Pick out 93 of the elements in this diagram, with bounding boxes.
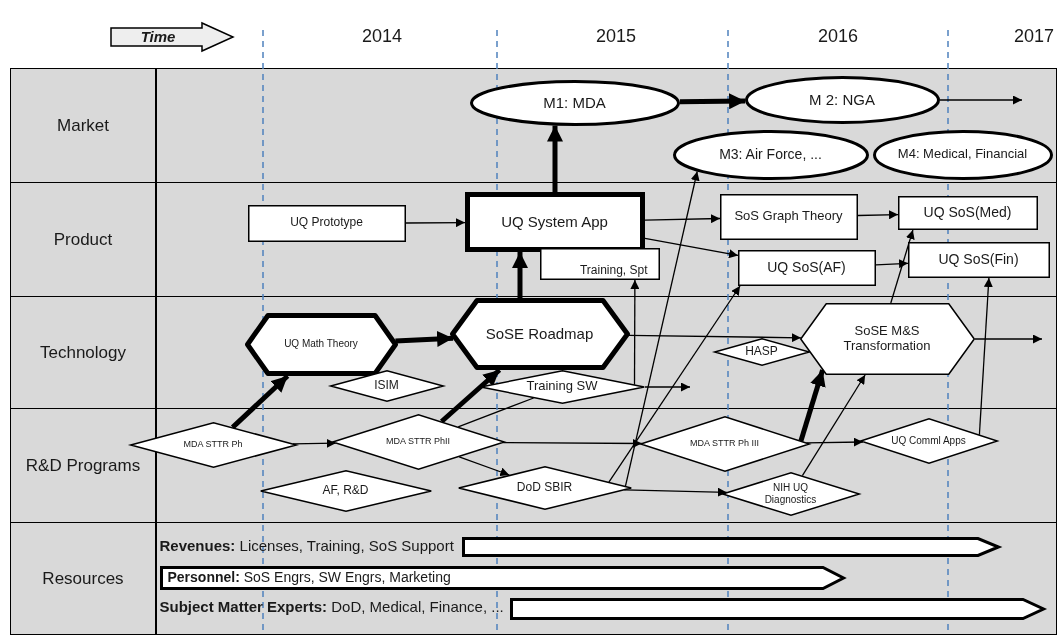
arrow	[857, 210, 899, 220]
arrow	[974, 334, 1043, 344]
arrow	[292, 438, 337, 448]
swimlane	[10, 296, 1057, 409]
lane-label: Market	[56, 114, 110, 137]
program-diamond	[639, 415, 810, 472]
technology-diamond	[329, 369, 444, 402]
arrow	[439, 368, 502, 424]
arrow	[644, 237, 739, 259]
resource-label: Revenues: Licenses, Training, SoS Support	[159, 536, 454, 555]
arrow	[805, 437, 864, 447]
time-arrow	[110, 22, 234, 52]
arrow	[939, 95, 1023, 105]
arrow	[630, 279, 640, 386]
arrow	[395, 330, 454, 347]
swimlane	[10, 522, 1057, 635]
lane-label: Product	[52, 228, 114, 251]
node-label: UQ SoS(AF)	[766, 259, 847, 276]
market-ellipse	[872, 129, 1053, 180]
arrow	[458, 456, 510, 477]
product-box	[897, 195, 1038, 230]
node-label: SoS Graph Theory	[733, 209, 844, 224]
node-label: M1: MDA	[542, 93, 607, 112]
resource-bar	[509, 597, 1045, 620]
arrow	[801, 374, 866, 477]
year-label: 2015	[596, 26, 637, 48]
node-label: ISIM	[373, 378, 400, 393]
node-label: MDA STTR Ph	[182, 439, 244, 450]
node-label: SoSE M&S Transformation	[842, 323, 932, 354]
arrow	[798, 369, 826, 442]
node-label: Personnel: SoS Engrs, SW Engrs, Marketing	[167, 569, 451, 586]
resource-bar	[159, 565, 845, 590]
arrow	[623, 487, 728, 497]
technology-diamond	[713, 337, 810, 366]
program-diamond	[721, 471, 860, 516]
node-label: UQ SoS(Med)	[922, 204, 1013, 221]
program-diamond	[259, 469, 432, 512]
arrow	[502, 438, 643, 448]
year-label: 2017	[1014, 26, 1055, 48]
technology-hexagon	[799, 302, 975, 375]
market-ellipse	[744, 75, 940, 124]
arrow	[890, 229, 915, 304]
program-diamond	[331, 413, 505, 470]
node-label: MDA STTR Ph III	[689, 438, 760, 449]
swimlane	[10, 182, 1057, 297]
node-label: UQ Prototype	[289, 216, 364, 230]
node-label: M4: Medical, Financial	[896, 147, 1029, 162]
node-label: Time	[140, 28, 177, 46]
product-box	[464, 191, 645, 252]
node-label: M3: Air Force, ...	[718, 146, 823, 163]
year-label: 2014	[362, 26, 403, 48]
year-label: 2016	[818, 26, 859, 48]
node-label: Training, Spt	[578, 263, 649, 278]
product-box	[539, 247, 660, 280]
arrow	[644, 214, 721, 224]
arrow	[405, 218, 466, 228]
lane-label: Technology	[39, 341, 127, 364]
arrow	[230, 374, 290, 430]
node-label: MDA STTR PhII	[385, 436, 451, 447]
program-diamond	[859, 417, 998, 464]
product-box	[247, 204, 406, 242]
node-label: UQ Comml Apps	[890, 434, 967, 447]
node-label: UQ SoS(Fin)	[937, 251, 1020, 268]
swimlane	[10, 68, 1057, 183]
resource-label: Subject Matter Experts: DoD, Medical, Finance, ...	[159, 597, 504, 616]
market-ellipse	[672, 129, 869, 180]
arrow	[608, 285, 741, 483]
arrow	[628, 333, 802, 343]
product-box	[907, 241, 1050, 278]
swimlane	[10, 408, 1057, 523]
arrow	[875, 259, 909, 269]
market-ellipse	[469, 79, 680, 126]
node-label: UQ System App	[500, 212, 609, 231]
node-label: NIH UQ Diagnostics	[763, 482, 818, 505]
arrow	[679, 93, 746, 110]
node-label: UQ Math Theory	[283, 338, 359, 350]
arrow	[978, 277, 993, 436]
lane-label: R&D Programs	[24, 454, 142, 477]
product-box	[737, 249, 876, 286]
lane-label: Resources	[41, 567, 125, 590]
node-label: Training SW	[525, 379, 599, 394]
node-label: AF, R&D	[321, 483, 370, 498]
resource-bar	[461, 536, 1000, 557]
node-label: HASP	[744, 344, 779, 359]
arrow	[547, 125, 563, 192]
node-label: M 2: NGA	[808, 90, 876, 109]
program-diamond	[457, 465, 632, 510]
product-box	[719, 193, 858, 240]
node-label: DoD SBIR	[515, 480, 574, 495]
arrow	[644, 382, 691, 392]
arrow	[624, 170, 700, 487]
arrow	[512, 252, 528, 298]
node-label: SoSE Roadmap	[484, 324, 595, 343]
